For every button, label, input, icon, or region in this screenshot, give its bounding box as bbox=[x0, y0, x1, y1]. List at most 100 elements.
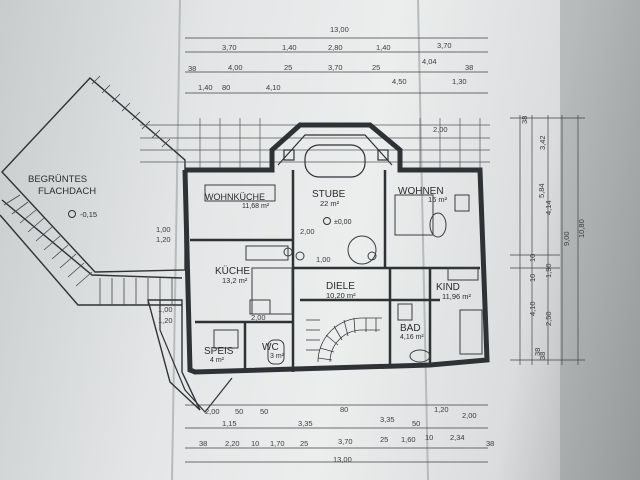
dim-top-row1: 3,70 1,40 2,80 1,40 3,70 bbox=[222, 41, 452, 52]
room-name-wohnkueche: WOHNKÜCHE bbox=[205, 192, 265, 202]
balcony-grid bbox=[140, 118, 490, 168]
entry-hood bbox=[159, 300, 233, 413]
dim-label: 2,00 bbox=[462, 411, 477, 420]
staircase bbox=[306, 317, 382, 363]
dim-label: 38 bbox=[533, 348, 542, 356]
room-area-stube: 22 m² bbox=[320, 199, 340, 208]
dim-right-total-a: 9,00 bbox=[562, 231, 571, 246]
dim-label: 3,70 bbox=[328, 63, 343, 72]
dim-label: 3,70 bbox=[222, 43, 237, 52]
inner-walls bbox=[190, 170, 480, 372]
terrace-label: FLACHDACH bbox=[38, 186, 96, 197]
dim-label: 80 bbox=[340, 405, 348, 414]
dim-label: 10 bbox=[425, 433, 433, 442]
dimension-lines bbox=[185, 37, 585, 463]
main-level: ±0,00 bbox=[334, 219, 352, 226]
dim-label: 80 bbox=[222, 83, 230, 92]
dim-label: 1,20 bbox=[434, 405, 449, 414]
dim-label: 38 bbox=[199, 439, 207, 448]
dim-label: 1,90 bbox=[544, 263, 553, 278]
dim-label: 1,40 bbox=[376, 43, 391, 52]
dim-right-col2: 5,84 4,14 10 1,90 10 4,10 2,50 38 bbox=[528, 183, 553, 356]
dim-label: 3,35 bbox=[380, 415, 395, 424]
dim-label: 38 bbox=[188, 64, 196, 73]
dim-label: 4,10 bbox=[528, 301, 537, 316]
dim-label: 4,14 bbox=[544, 200, 553, 215]
dim-label: 25 bbox=[380, 435, 388, 444]
room-name-stube: STUBE bbox=[312, 189, 346, 200]
level-marker-icon bbox=[68, 210, 76, 218]
dim-label: 50 bbox=[412, 419, 420, 428]
terrace-label: BEGRÜNTES bbox=[28, 174, 87, 185]
room-name-wc: WC bbox=[262, 342, 279, 353]
dim-label: 38 bbox=[538, 352, 547, 360]
dim-label: 2,20 bbox=[225, 439, 240, 448]
dim-misc: 1,00 1,20 1,00 1,20 2,00 2,00 1,00 2,00 bbox=[156, 125, 448, 325]
dim-label: 50 bbox=[235, 407, 243, 416]
dim-right-total-b: 10,80 bbox=[577, 219, 586, 238]
dim-label: 1,70 bbox=[270, 439, 285, 448]
bay-window bbox=[277, 134, 393, 178]
dim-top-total: 13,00 bbox=[330, 25, 349, 34]
dim-label: 10 bbox=[528, 254, 537, 262]
dim-label: 10 bbox=[251, 439, 259, 448]
dim-label: 3,70 bbox=[437, 41, 452, 50]
dim-right-col1: 38 3,42 38 bbox=[520, 116, 547, 360]
dim-bottom-row3: 38 2,20 10 1,70 25 3,70 25 1,60 10 2,34 … bbox=[199, 433, 494, 448]
room-area-bad: 4,16 m² bbox=[400, 334, 424, 341]
dim-label: 1,00 bbox=[158, 305, 173, 314]
dim-label: 25 bbox=[372, 63, 380, 72]
terrace-level: -0,15 bbox=[80, 210, 97, 219]
dim-label: 25 bbox=[284, 63, 292, 72]
dim-label: 4,10 bbox=[266, 83, 281, 92]
dim-bottom-row2: 1,15 3,35 3,35 50 bbox=[222, 415, 420, 428]
dim-label: 25 bbox=[300, 439, 308, 448]
paper-folds bbox=[171, 0, 429, 480]
dim-label: 3,42 bbox=[538, 135, 547, 150]
dim-label: 1,60 bbox=[401, 435, 416, 444]
dim-label: 1,20 bbox=[158, 316, 173, 325]
room-area-wohnen: 16 m² bbox=[428, 195, 448, 204]
dim-label: 38 bbox=[486, 439, 494, 448]
dim-label: 38 bbox=[520, 116, 529, 124]
outer-walls bbox=[182, 122, 490, 375]
room-area-speis: 4 m² bbox=[210, 357, 225, 364]
dim-label: 2,00 bbox=[433, 125, 448, 134]
dim-label: 2,00 bbox=[251, 313, 266, 322]
dim-label: 38 bbox=[465, 63, 473, 72]
room-name-wohnen: WOHNEN bbox=[398, 186, 444, 197]
dim-label: 2,00 bbox=[205, 407, 220, 416]
terrace-hatching bbox=[3, 75, 173, 305]
dim-label: 1,00 bbox=[316, 255, 331, 264]
dim-top-row2: 38 4,00 25 3,70 25 4,04 38 bbox=[188, 57, 473, 73]
dim-label: 1,15 bbox=[222, 419, 237, 428]
dim-label: 10 bbox=[528, 274, 537, 282]
dim-label: 50 bbox=[260, 407, 268, 416]
room-area-kueche: 13,2 m² bbox=[222, 276, 248, 285]
dim-bottom-row1: 2,00 50 50 80 1,20 2,00 bbox=[205, 405, 477, 420]
dim-label: 3,70 bbox=[338, 437, 353, 446]
room-area-diele: 10,20 m² bbox=[326, 291, 356, 300]
room-name-speis: SPEIS bbox=[204, 346, 234, 357]
room-name-bad: BAD bbox=[400, 323, 421, 334]
room-name-kind: KIND bbox=[436, 282, 460, 293]
dim-label: 1,40 bbox=[198, 83, 213, 92]
level-marker-icon bbox=[323, 217, 331, 225]
dim-top-row3: 1,40 80 4,10 4,50 1,30 bbox=[198, 77, 467, 92]
dim-label: 2,34 bbox=[450, 433, 465, 442]
room-name-diele: DIELE bbox=[326, 281, 355, 292]
room-name-kueche: KÜCHE bbox=[215, 265, 250, 277]
room-area-wohnkueche: 11,68 m² bbox=[242, 203, 270, 210]
dim-label: 4,00 bbox=[228, 63, 243, 72]
dim-label: 1,40 bbox=[282, 43, 297, 52]
dim-label: 3,35 bbox=[298, 419, 313, 428]
dim-label: 5,84 bbox=[537, 183, 546, 198]
room-area-wc: 3 m² bbox=[270, 353, 285, 360]
dim-bottom-total: 13,00 bbox=[333, 455, 352, 464]
dim-label: 1,00 bbox=[156, 225, 171, 234]
dim-label: 2,80 bbox=[328, 43, 343, 52]
